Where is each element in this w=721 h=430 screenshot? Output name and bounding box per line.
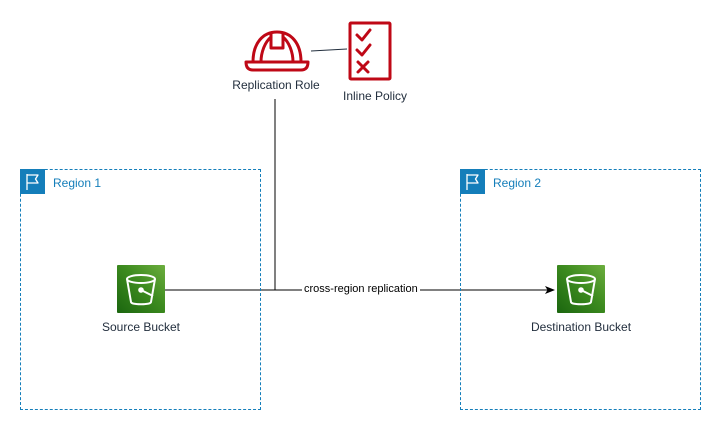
hard-hat-icon[interactable] xyxy=(243,26,311,74)
inline-policy-label: Inline Policy xyxy=(342,89,408,103)
role-to-policy-line xyxy=(310,48,348,52)
checklist-icon[interactable] xyxy=(347,20,393,82)
source-bucket-label: Source Bucket xyxy=(101,320,181,334)
replication-edge-label: cross-region replication xyxy=(302,283,420,295)
s3-bucket-icon[interactable] xyxy=(557,265,605,313)
region-2-group: Region 2 xyxy=(460,169,701,410)
region-2-label: Region 2 xyxy=(493,176,542,190)
region-1-group: Region 1 xyxy=(20,169,261,410)
region-flag-icon xyxy=(20,169,45,194)
region-flag-icon xyxy=(460,169,485,194)
region-1-label: Region 1 xyxy=(53,176,102,190)
s3-bucket-icon[interactable] xyxy=(117,265,165,313)
destination-bucket-label: Destination Bucket xyxy=(530,320,632,334)
replication-role-label: Replication Role xyxy=(232,78,320,92)
